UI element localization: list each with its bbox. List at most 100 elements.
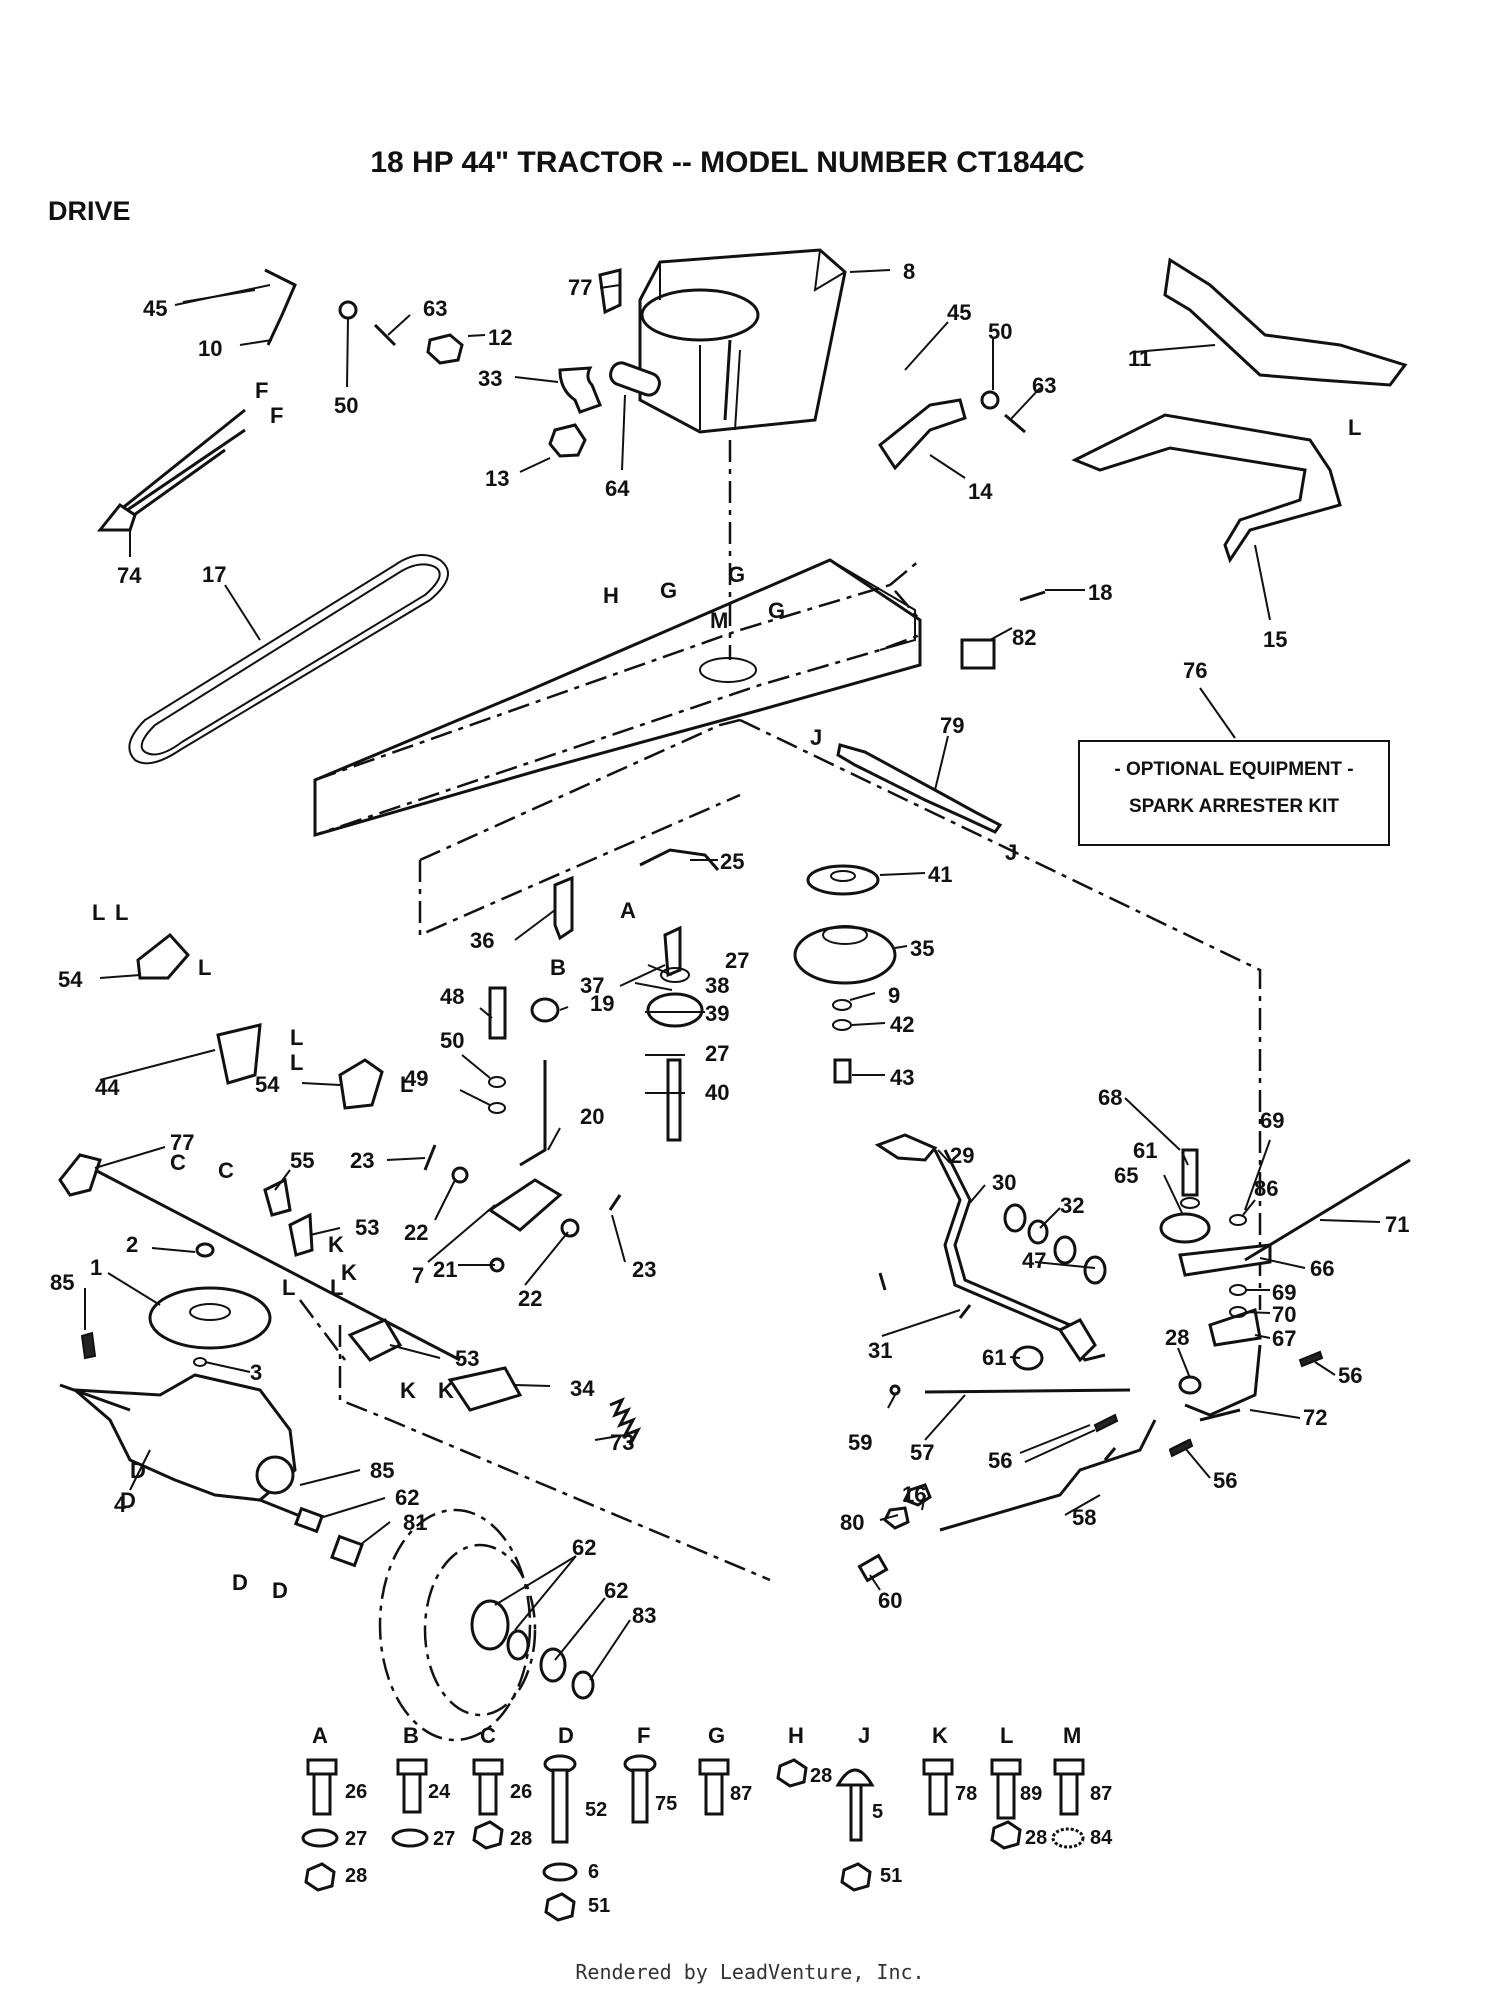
rod-part: [1184, 1344, 1262, 1417]
callout: 1: [90, 1255, 102, 1280]
callout: 55: [290, 1148, 314, 1173]
callout: 32: [1060, 1193, 1084, 1218]
ref-letter: F: [255, 378, 268, 403]
legend-item: 89: [1020, 1783, 1042, 1805]
callout: 53: [355, 1215, 379, 1240]
callout: 7: [412, 1263, 424, 1288]
legend-item: 28: [810, 1765, 832, 1787]
ref-letter: K: [438, 1378, 454, 1403]
callout: 35: [910, 936, 934, 961]
rod-part: [924, 1388, 1131, 1394]
legend-letter: C: [480, 1723, 496, 1748]
frame-outline: [313, 559, 1262, 1310]
pin-part: [1168, 1438, 1194, 1458]
ref-letter: L: [290, 1025, 303, 1050]
callout: 72: [1303, 1405, 1327, 1430]
callout: 57: [910, 1440, 934, 1465]
callout: 8: [903, 259, 915, 284]
page-title: 18 HP 44" TRACTOR -- MODEL NUMBER CT1844…: [370, 146, 1085, 179]
bolt-part: [488, 986, 507, 1040]
bracket-part: [598, 268, 622, 315]
lever-part: [933, 1149, 1106, 1362]
bolt-part: [373, 323, 397, 347]
callout: 77: [568, 275, 592, 300]
callout: 34: [570, 1376, 595, 1401]
legend-item: 5: [872, 1801, 883, 1823]
callout: 40: [705, 1080, 729, 1105]
callout: 67: [1272, 1326, 1296, 1351]
pulley-part: [148, 1286, 272, 1350]
ref-letter: F: [270, 403, 283, 428]
callout: 30: [992, 1170, 1016, 1195]
callout: 61: [982, 1345, 1006, 1370]
bolt-part: [666, 1058, 682, 1142]
spark-arrester-label: SPARK ARRESTER KIT: [1128, 796, 1340, 817]
handle-part: [874, 1133, 938, 1162]
frame-outline: [338, 1325, 771, 1582]
legend-letter: H: [788, 1723, 804, 1748]
arm-part: [1178, 1243, 1272, 1277]
elbow-part: [558, 366, 602, 414]
legend-letter: L: [1000, 1723, 1013, 1748]
callout: 69: [1260, 1108, 1284, 1133]
callout: 54: [58, 967, 83, 992]
ref-letter: L: [198, 955, 211, 980]
ref-letter: L: [330, 1275, 343, 1300]
legend-letter: A: [312, 1723, 328, 1748]
nut-part: [548, 423, 587, 458]
callout: 22: [404, 1220, 428, 1245]
callout: 44: [95, 1075, 120, 1100]
callout: 56: [1338, 1363, 1362, 1388]
callout: 77: [170, 1130, 194, 1155]
pin-part: [80, 1331, 97, 1360]
spring-part: [1244, 1158, 1411, 1262]
bracket-part: [553, 875, 574, 941]
ref-letter: M: [710, 608, 728, 633]
transaxle-part: [59, 1373, 311, 1522]
callout: 13: [485, 466, 509, 491]
rod-part: [639, 848, 720, 871]
legend-item: 6: [588, 1861, 599, 1883]
legend-item: 51: [588, 1895, 610, 1917]
callout: 11: [1128, 346, 1151, 371]
bracket-part: [1208, 1308, 1262, 1347]
callout: 28: [1165, 1325, 1189, 1350]
callout: 47: [1022, 1248, 1046, 1273]
callout-labels: 8 77 45 63 12 10 50 33 13 64 11 45 50 63…: [50, 259, 1409, 1628]
callout: 22: [518, 1286, 542, 1311]
callout: 85: [370, 1458, 394, 1483]
callout: 38: [705, 973, 729, 998]
legend-item: 78: [955, 1783, 977, 1805]
rod-part: [939, 1419, 1157, 1532]
rod-part: [519, 1060, 547, 1167]
legend-letter: G: [708, 1723, 725, 1748]
bracket-part: [487, 1178, 563, 1232]
legend-letter: M: [1063, 1723, 1081, 1748]
callout: 12: [488, 325, 512, 350]
legend-item: 24: [428, 1781, 451, 1803]
shield-part: [1163, 257, 1408, 387]
ref-letter: G: [660, 578, 677, 603]
ref-letter: K: [341, 1260, 357, 1285]
callout: 4: [114, 1492, 127, 1517]
ref-letter: J: [810, 725, 822, 750]
legend-item: 27: [345, 1828, 367, 1850]
callout: 16: [902, 1482, 926, 1507]
bolt-part: [1019, 590, 1046, 602]
callout: 45: [947, 300, 971, 325]
callout: 71: [1385, 1212, 1409, 1237]
ref-letter: L: [290, 1050, 303, 1075]
bracket-part: [136, 932, 191, 980]
rod-part: [1199, 1408, 1241, 1422]
ref-letter: C: [218, 1158, 234, 1183]
bracket-part: [288, 1212, 314, 1257]
callout: 81: [403, 1510, 427, 1535]
key-part: [195, 1242, 215, 1258]
callout: 66: [1310, 1256, 1334, 1281]
guide-part: [96, 502, 137, 532]
tube-part: [609, 361, 661, 397]
reference-letters: F F H G G M G L J J L L L A B L L L C C …: [92, 378, 1361, 1603]
legend-letter: F: [637, 1723, 650, 1748]
callout: 83: [632, 1603, 656, 1628]
